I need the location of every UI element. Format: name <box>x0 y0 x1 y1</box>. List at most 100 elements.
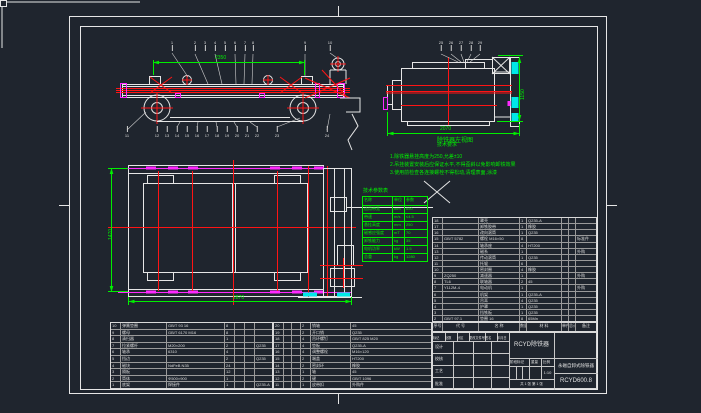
table-cell: 13 <box>275 369 280 375</box>
table-cell: mT <box>392 230 404 237</box>
table-cell: 外购件 <box>350 382 431 388</box>
grid-line <box>509 366 554 367</box>
table-cell <box>283 323 291 329</box>
table-cell: 标准件 <box>575 236 596 242</box>
table-cell <box>254 336 272 342</box>
table-cell: 10 <box>112 323 117 328</box>
balloon-number: 14 <box>174 126 180 138</box>
table-cell <box>244 362 254 369</box>
table-cell <box>568 267 575 273</box>
table-cell: 8 <box>434 279 437 285</box>
table-cell <box>561 267 568 273</box>
table-cell: 单件 <box>561 323 568 331</box>
table-cell: 1.5 <box>404 246 427 253</box>
table-cell: 2 <box>300 329 310 336</box>
grid-line <box>453 341 454 390</box>
table-cell: Q235 <box>526 309 561 315</box>
table-cell <box>561 248 568 254</box>
table-cell: 19 <box>275 329 280 335</box>
table-cell: 橡胶 <box>526 267 561 273</box>
balloon-number: 12 <box>154 126 160 138</box>
table-cell: 1 <box>112 382 115 388</box>
table-cell: 外购 <box>575 248 596 254</box>
table-cell: Y112M-4 <box>442 285 478 291</box>
table-cell <box>254 375 272 382</box>
table-cell: 15 <box>434 236 439 242</box>
table-cell <box>568 273 575 279</box>
table-cell: 6 <box>519 260 526 266</box>
param-table-header: 名称单位参数 <box>362 196 428 206</box>
table-cell: 6 <box>434 291 437 297</box>
table-cell <box>568 260 575 266</box>
balloon-number: 28 <box>468 40 474 51</box>
table-cell: 皮带扣 <box>310 382 350 388</box>
table-cell <box>561 242 568 248</box>
table-cell: 4 <box>224 349 234 355</box>
table-cell <box>254 369 272 375</box>
table-cell <box>291 362 300 369</box>
table-cell <box>234 349 244 355</box>
table-cell: 45 <box>350 369 431 375</box>
table-cell <box>234 375 244 382</box>
table-cell <box>283 382 291 388</box>
table-cell: 17 <box>434 224 439 230</box>
table-cell: NdFeB N35 <box>166 362 224 369</box>
table-cell <box>283 369 291 375</box>
grid-line <box>433 377 509 378</box>
table-cell: 1 <box>224 382 234 388</box>
balloon-number: 10 <box>327 40 333 51</box>
table-cell <box>575 218 596 224</box>
table-cell: 1 <box>519 254 526 260</box>
table-cell: 250 <box>404 222 427 229</box>
table-cell: 轴承座 <box>478 242 519 248</box>
table-cell: GB/T 6170 M16 <box>166 329 224 336</box>
balloon-number: 11 <box>124 126 130 138</box>
table-cell <box>442 260 478 266</box>
table-cell: GB/T 93 16 <box>166 323 224 329</box>
table-cell: 35 <box>404 238 427 245</box>
table-cell: 卸铁胶带 <box>478 224 519 230</box>
table-cell <box>561 291 568 297</box>
table-cell <box>561 224 568 230</box>
sign-label: 校核 <box>435 356 443 361</box>
table-cell <box>575 316 596 322</box>
table-cell: 调整螺栓 <box>310 349 350 355</box>
table-cell: 清扫器 <box>120 336 166 342</box>
balloon-number: 6 <box>233 40 237 51</box>
balloon-number: 7 <box>243 40 247 51</box>
balloon-number: 16 <box>194 126 200 138</box>
table-cell: 3 <box>434 309 437 315</box>
table-cell: 2 <box>434 316 437 321</box>
table-cell <box>568 248 575 254</box>
table-cell: Q235 <box>254 342 272 349</box>
table-cell <box>568 303 575 309</box>
table-cell <box>291 382 300 388</box>
table-cell: 8 <box>224 329 234 336</box>
table-cell <box>561 297 568 303</box>
table-cell: GB/T 97.1 <box>442 316 478 322</box>
table-cell: M16×120 <box>350 349 431 355</box>
table-cell: 总计 <box>568 323 575 331</box>
grid-line <box>497 333 498 341</box>
table-cell: kW <box>392 246 404 253</box>
table-cell <box>234 382 244 388</box>
end-view-label: 除铁器左视图 <box>437 138 474 144</box>
table-cell <box>442 242 478 248</box>
table-cell <box>291 369 300 375</box>
table-cell: Q235-A <box>526 218 561 224</box>
table-cell <box>291 336 300 342</box>
